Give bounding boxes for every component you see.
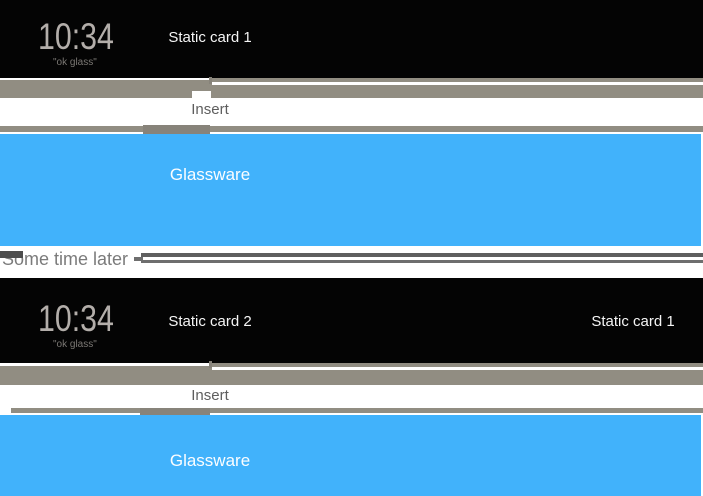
glassware-label-state2: Glassware <box>169 451 251 470</box>
timeline-bar-state2 <box>0 278 703 363</box>
insert-label-state2: Insert <box>191 387 229 404</box>
divider-line-upper <box>141 253 703 257</box>
home-card-clock-state2: 10:34 <box>38 298 114 339</box>
rail-gap-right-state2 <box>212 367 703 370</box>
divider-line-joint <box>134 257 143 261</box>
insert-band-notch-state2 <box>140 408 210 416</box>
rail-gap-right-state1 <box>212 82 703 85</box>
hotword-label-state1: "ok glass" <box>53 57 97 68</box>
rail-strip-main-state2 <box>0 366 703 385</box>
glassware-label-state1: Glassware <box>169 165 251 184</box>
insert-band-border-state2 <box>11 408 703 413</box>
static-card-1-label-state2: Static card 1 <box>591 313 675 330</box>
insert-band-notch-state1 <box>143 125 210 134</box>
static-card-1-label-state1: Static card 1 <box>168 29 252 46</box>
divider-line-lower <box>141 260 703 263</box>
insert-band-border-state1 <box>0 126 703 132</box>
insert-arrow-notch-state1 <box>192 91 211 99</box>
timeline-bar-state1 <box>0 0 703 78</box>
static-card-2-label-state2: Static card 2 <box>168 313 252 330</box>
divider-line-left-stub <box>0 251 23 258</box>
rail-strip-thin-left-state1 <box>0 80 212 83</box>
rail-strip-main-state1 <box>0 83 703 98</box>
divider-label: Some time later <box>2 249 129 269</box>
hotword-label-state2: "ok glass" <box>53 339 97 350</box>
glassware-panel-state1 <box>0 134 701 246</box>
home-card-clock-state1: 10:34 <box>38 16 114 57</box>
glassware-panel-state2 <box>0 415 701 496</box>
insert-label-state1: Insert <box>191 101 229 118</box>
rail-strip-top-right-state1 <box>212 78 703 82</box>
insert-position-tick-state2 <box>209 361 212 368</box>
insert-position-tick-state1 <box>209 77 212 84</box>
rail-strip-top-right-state2 <box>212 363 703 367</box>
